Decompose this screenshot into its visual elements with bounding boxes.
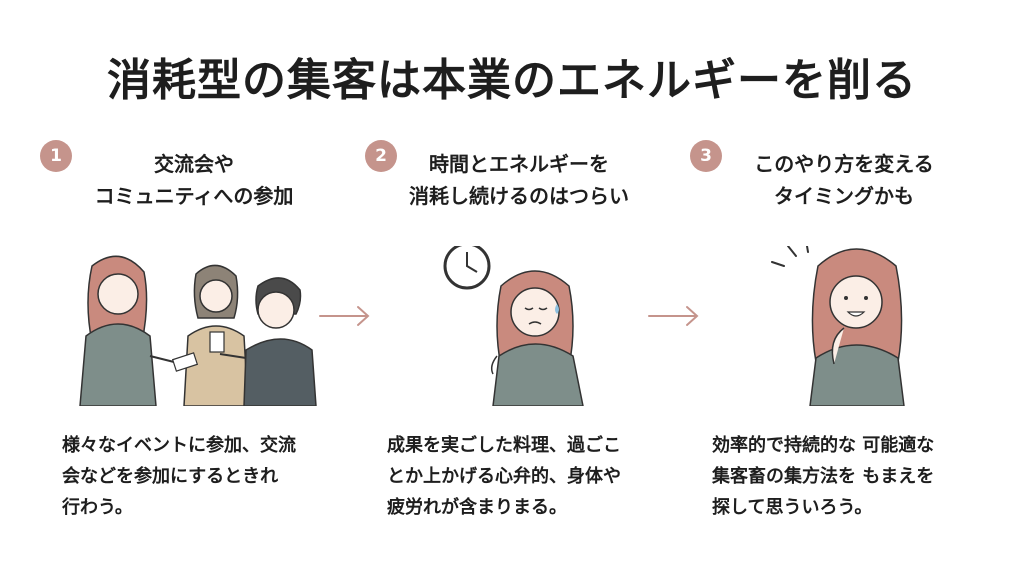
step-number-badge: 1 xyxy=(40,140,72,172)
step-description-line: 疲労れが含まりまる。 xyxy=(387,497,567,518)
step-description-line: 会などを参加にするときれ xyxy=(62,466,279,487)
step-description: 成果を実ごした料理、過ごこ とか上かげる心弁的、身体や 疲労れが含まりまる。 xyxy=(387,430,657,523)
step-heading: このやり方を変える タイミングかも xyxy=(704,148,984,212)
step-description-line: とか上かげる心弁的、身体や xyxy=(387,466,621,487)
step-description: 様々なイベントに参加、交流 会などを参加にするときれ 行わう。 xyxy=(62,430,332,523)
step-number-badge: 2 xyxy=(365,140,397,172)
step-heading-line: このやり方を変える xyxy=(754,152,934,176)
step-heading-line: 交流会や xyxy=(154,152,234,176)
step-description-line: 探して思ういろう。 xyxy=(712,497,873,518)
step-description-line: 成果を実ごした料理、過ごこ xyxy=(387,435,621,456)
networking-illustration xyxy=(79,255,317,406)
clock-icon xyxy=(443,246,491,290)
right-arrow-icon xyxy=(648,306,699,326)
step-heading: 時間とエネルギーを 消耗し続けるのはつらい xyxy=(379,148,659,212)
step-description-line: 効率的で持続的な 可能適な xyxy=(712,435,935,456)
page-title: 消耗型の集客は本業のエネルギーを削る xyxy=(107,55,917,106)
step-description-line: 様々なイベントに参加、交流 xyxy=(62,435,296,456)
step-heading-line: 時間とエネルギーを xyxy=(429,152,609,176)
step-description-line: 集客畜の集方法を もまえを xyxy=(712,466,935,487)
step-heading-line: タイミングかも xyxy=(774,184,914,208)
tired-woman-illustration xyxy=(443,246,584,406)
step-description: 効率的で持続的な 可能適な 集客畜の集方法を もまえを 探して思ういろう。 xyxy=(712,430,982,523)
step-heading-line: 消耗し続けるのはつらい xyxy=(409,184,629,208)
thinking-woman-illustration xyxy=(771,246,905,406)
step-number-badge: 3 xyxy=(690,140,722,172)
step-heading: 交流会や コミュニティへの参加 xyxy=(54,148,334,212)
step-description-line: 行わう。 xyxy=(62,497,133,518)
step-heading-line: コミュニティへの参加 xyxy=(94,184,294,208)
right-arrow-icon xyxy=(319,306,370,326)
